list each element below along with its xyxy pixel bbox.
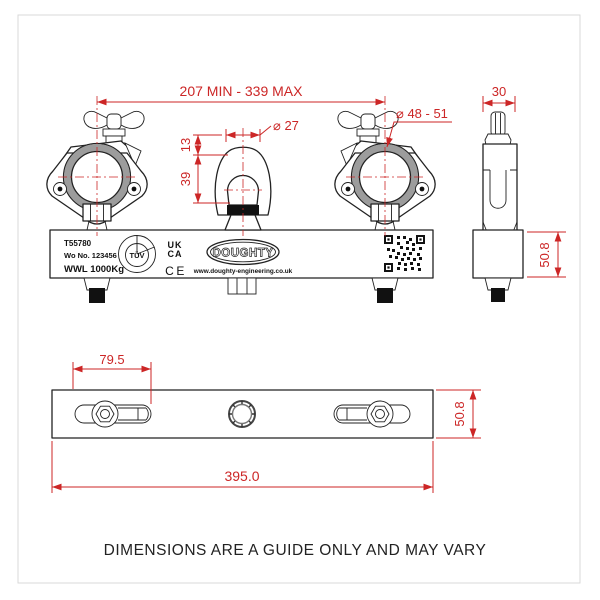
front-view: T55780 Wo No. 123456 WWL 1000Kg TÜV UK C… (47, 111, 435, 303)
svg-text:DOUGHTY: DOUGHTY (213, 248, 274, 260)
dim-slot-offset: 79.5 (99, 352, 124, 367)
dim-eye-hole: ⌀ 27 (273, 118, 299, 133)
svg-text:CA: CA (168, 249, 183, 259)
wwl-rating: WWL 1000Kg (64, 264, 124, 275)
part-number: T55780 (64, 239, 92, 248)
side-view (472, 111, 524, 302)
works-number: Wo No. 123456 (64, 251, 117, 260)
dimensions: 207 MIN - 339 MAX ⌀ 27 13 39 ⌀ 48 - 51 3… (51, 83, 566, 493)
under-bar-fixings (83, 277, 399, 303)
dim-tube: ⌀ 48 - 51 (396, 106, 448, 121)
svg-text:UK: UK (168, 240, 183, 250)
dim-clamp-width: 30 (492, 84, 506, 99)
bar-label: T55780 Wo No. 123456 WWL 1000Kg TÜV UK C… (64, 235, 425, 278)
clamp-side-body (482, 143, 518, 233)
website-url: www.doughty-engineering.co.uk (193, 268, 293, 275)
plan-view (51, 389, 434, 439)
tuv-logo: TÜV (118, 235, 156, 273)
dim-39: 39 (178, 172, 193, 186)
bar-side (472, 229, 524, 279)
page-frame (17, 14, 581, 584)
centrelines (58, 96, 424, 236)
svg-text:TÜV: TÜV (130, 251, 145, 260)
ukca-mark: UK CA (168, 240, 183, 259)
dim-bar-height-plan: 50.8 (452, 401, 467, 426)
qr-code (384, 235, 425, 272)
disclaimer-note: DIMENSIONS ARE A GUIDE ONLY AND MAY VARY (104, 542, 487, 559)
dim-bar-height-side: 50.8 (537, 242, 552, 267)
dim-13: 13 (178, 138, 193, 152)
dim-span: 207 MIN - 339 MAX (180, 83, 304, 99)
dim-bar-length: 395.0 (224, 468, 259, 484)
centre-hole (228, 400, 256, 428)
doughty-logo: DOUGHTY (206, 238, 280, 266)
ce-mark: CE (165, 264, 187, 278)
